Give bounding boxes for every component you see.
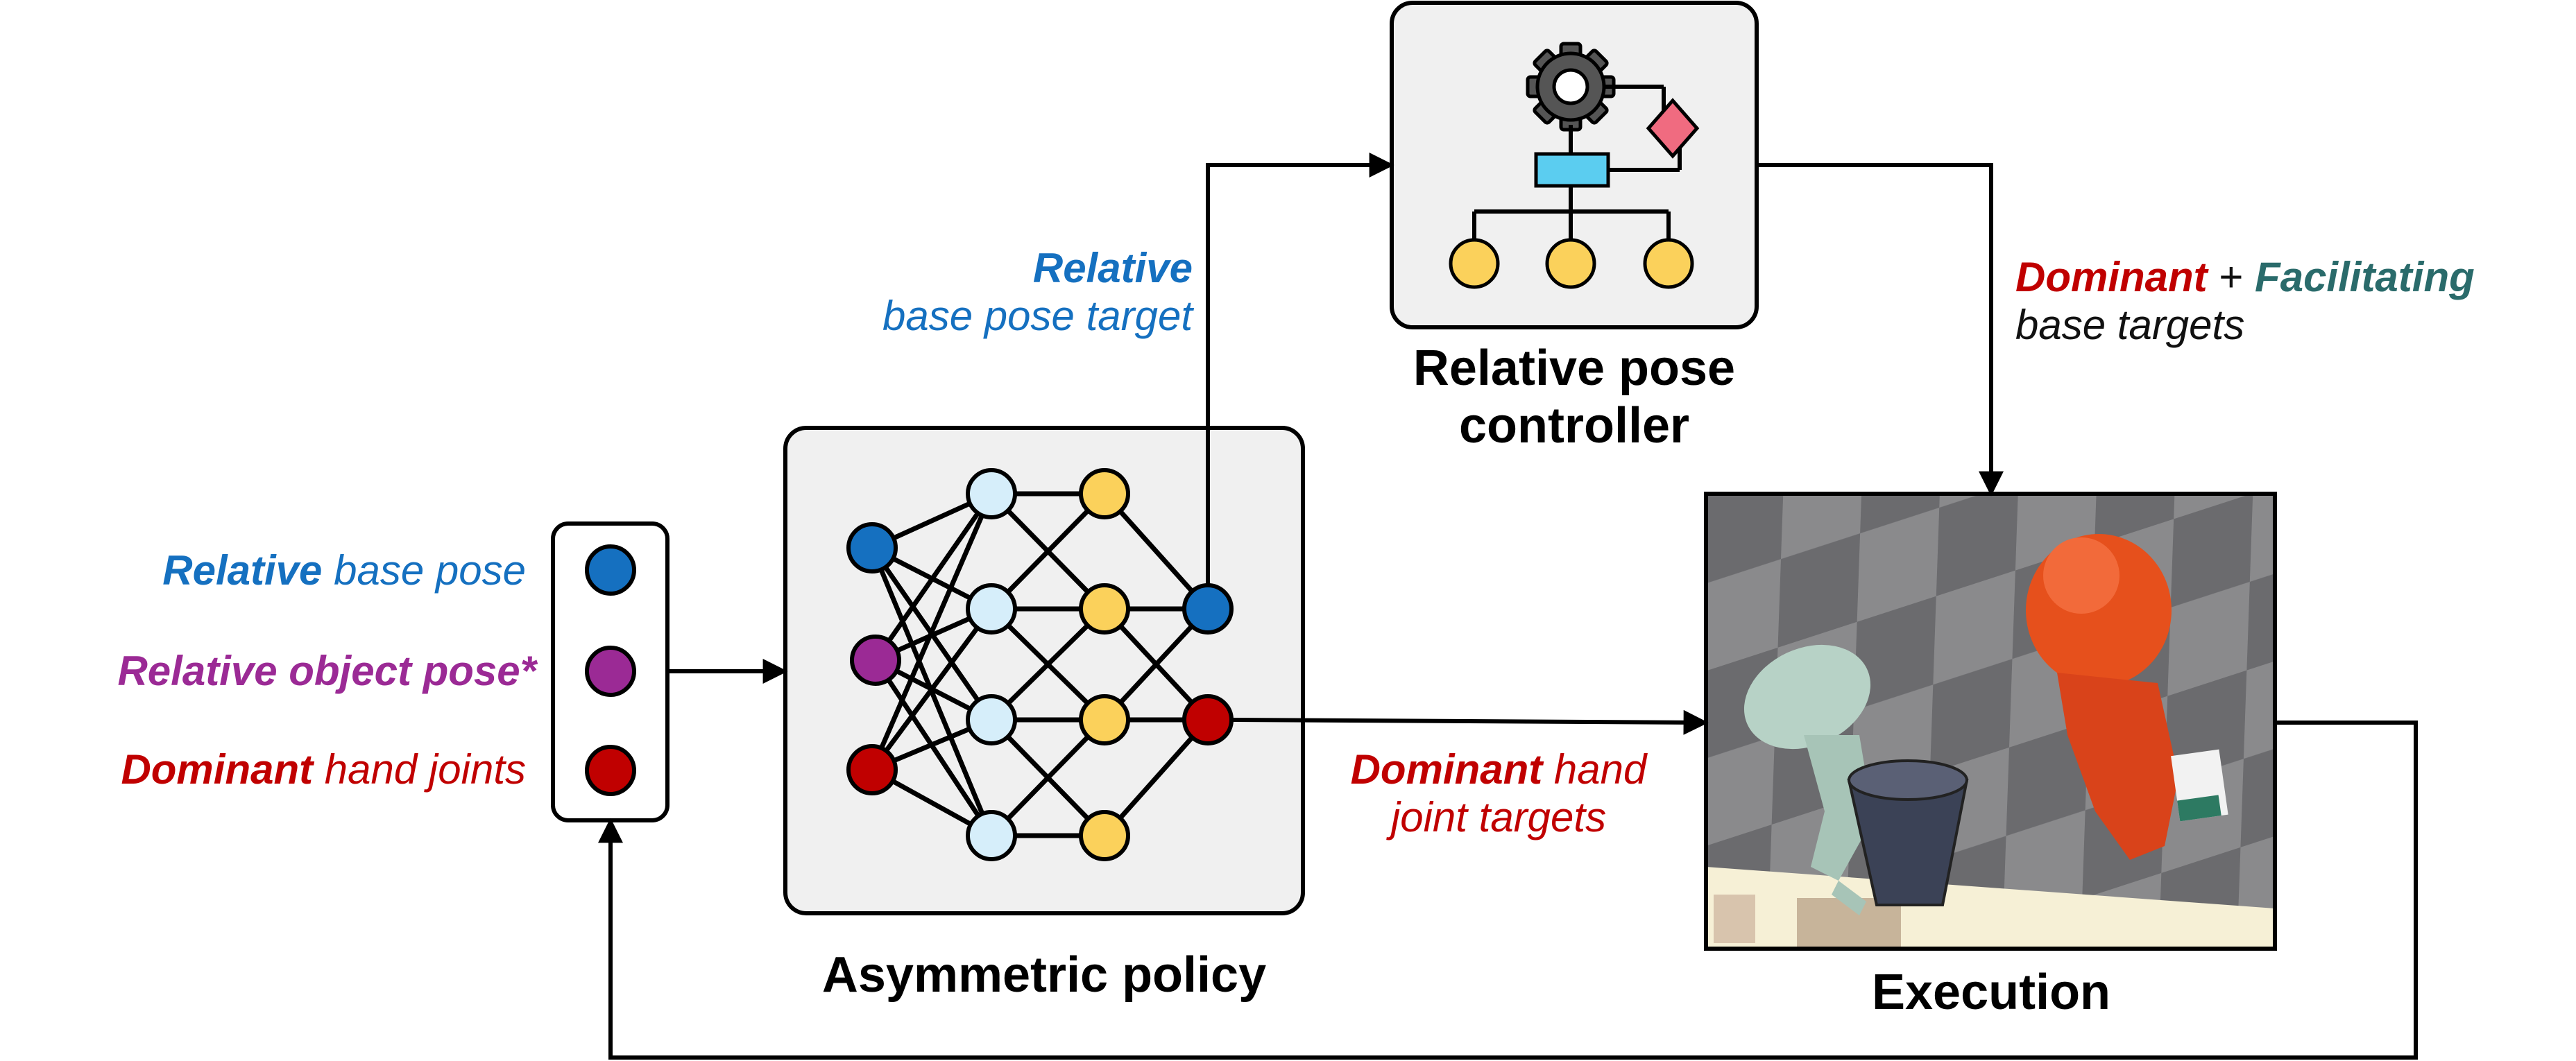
- execution-title: Execution: [1871, 965, 2111, 1020]
- leaf-node-icon: [1449, 238, 1500, 289]
- policy-input-node-object: [850, 635, 901, 686]
- label-relative-object-pose: Relative object pose*: [117, 648, 536, 694]
- hidden-node: [966, 583, 1017, 635]
- input-node-base-pose: [585, 544, 636, 596]
- hidden-node: [1079, 810, 1130, 861]
- label-relative-base-pose: Relative base pose: [162, 547, 526, 594]
- hidden-node: [966, 468, 1017, 519]
- output-node-hand-target: [1182, 694, 1234, 745]
- dominant-hand-render: [2026, 534, 2228, 860]
- arrow-policy-to-execution: [1231, 709, 1709, 735]
- leaf-node-icon: [1545, 238, 1596, 289]
- gear-icon: [1526, 42, 1616, 132]
- input-node-hand-joints: [585, 745, 636, 796]
- arrow-feedback: [598, 721, 2418, 1060]
- input-node-object-pose: [585, 646, 636, 697]
- arrows: [598, 153, 2418, 1060]
- leaf-node-icon: [1643, 238, 1694, 289]
- policy-input-node-hand: [846, 744, 898, 795]
- hidden-node: [966, 810, 1017, 861]
- label-hand-joint-targets: Dominant hand joint targets: [1350, 746, 1647, 840]
- output-node-base-target: [1182, 583, 1234, 635]
- arrow-policy-to-controller: [1206, 153, 1394, 585]
- label-base-targets: Dominant + Facilitating base targets: [2015, 254, 2475, 348]
- hidden-node: [1079, 468, 1130, 519]
- input-vector: [551, 521, 669, 822]
- process-block-icon: [1534, 152, 1610, 188]
- decision-diamond-icon: [1646, 98, 1700, 159]
- label-dominant-hand-joints: Dominant hand joints: [121, 746, 526, 793]
- controller-box: [1390, 1, 1759, 329]
- execution-render: [1704, 492, 2277, 951]
- policy-input-node-base: [846, 522, 898, 573]
- policy-network: [783, 426, 1305, 915]
- hidden-node: [966, 694, 1017, 745]
- policy-title: Asymmetric policy: [821, 947, 1267, 1003]
- hidden-node: [1079, 694, 1130, 745]
- label-base-pose-target: Relative base pose target: [882, 245, 1193, 339]
- arrow-controller-to-execution: [1757, 163, 2004, 497]
- hidden-node: [1079, 583, 1130, 635]
